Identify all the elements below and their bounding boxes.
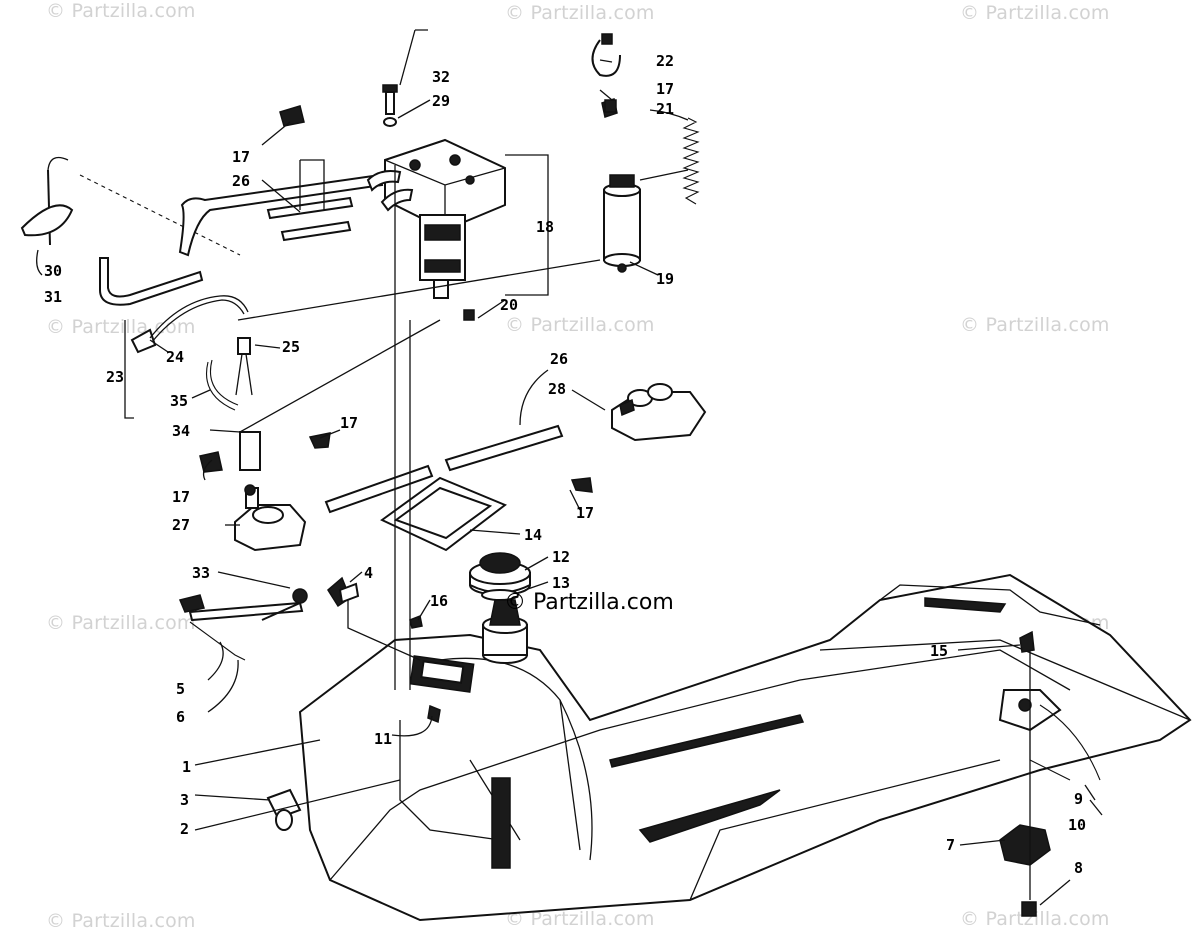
- callout-17: 17: [576, 504, 594, 522]
- callout-20: 20: [500, 296, 518, 314]
- callout-34: 34: [172, 422, 190, 440]
- callout-26: 26: [550, 350, 568, 368]
- filler-neck: [482, 599, 528, 664]
- watermark: © Partzilla.com: [960, 2, 1110, 24]
- callout-17: 17: [656, 80, 674, 98]
- callout-13: 13: [552, 574, 570, 592]
- callout-30: 30: [44, 262, 62, 280]
- callout-12: 12: [552, 548, 570, 566]
- callout-2: 2: [180, 820, 189, 838]
- center-watermark: © Partzilla.com: [504, 590, 674, 615]
- callout-22: 22: [656, 52, 674, 70]
- callout-10: 10: [1068, 816, 1086, 834]
- callout-15: 15: [930, 642, 948, 660]
- fuel-hoses: [188, 424, 564, 622]
- callout-18: 18: [536, 218, 554, 236]
- callout-3: 3: [180, 791, 189, 809]
- callout-27: 27: [172, 516, 190, 534]
- watermark: © Partzilla.com: [46, 316, 196, 338]
- callout-5: 5: [176, 680, 185, 698]
- callout-21: 21: [656, 100, 674, 118]
- callout-1: 1: [182, 758, 191, 776]
- callout-4: 4: [364, 564, 373, 582]
- fuel-pump-upper: [611, 383, 707, 442]
- leader-lines: [36, 29, 1103, 906]
- callout-29: 29: [432, 92, 450, 110]
- callout-labels: 1 2 3 4 5 6 7 8 9 10 11 12 13 14 15 16 1…: [44, 52, 1086, 877]
- wiring-harness: [130, 295, 261, 471]
- watermark: © Partzilla.com: [46, 612, 196, 634]
- callout-32: 32: [432, 68, 450, 86]
- fuel-tank-belly-pan: [298, 573, 1192, 922]
- callout-23: 23: [106, 368, 124, 386]
- callout-35: 35: [170, 392, 188, 410]
- callout-31: 31: [44, 288, 62, 306]
- callout-28: 28: [548, 380, 566, 398]
- callout-14: 14: [524, 526, 542, 544]
- fuel-line-tubes: [99, 173, 384, 306]
- gasket: [380, 476, 507, 552]
- watermark: © Partzilla.com: [46, 910, 196, 932]
- callout-17: 17: [340, 414, 358, 432]
- fuel-cap: [469, 552, 531, 601]
- vent-hose: [20, 156, 241, 256]
- callout-17: 17: [172, 488, 190, 506]
- callout-9: 9: [1074, 790, 1083, 808]
- watermark: © Partzilla.com: [960, 314, 1110, 336]
- callout-7: 7: [946, 836, 955, 854]
- callout-25: 25: [282, 338, 300, 356]
- pump-hose: [591, 33, 621, 113]
- watermark: © Partzilla.com: [505, 314, 655, 336]
- callout-19: 19: [656, 270, 674, 288]
- callout-24: 24: [166, 348, 184, 366]
- callout-6: 6: [176, 708, 185, 726]
- callout-11: 11: [374, 730, 392, 748]
- fuel-pump-lower: [234, 484, 307, 552]
- callout-26: 26: [232, 172, 250, 190]
- coil-spring: [682, 117, 700, 205]
- watermark: © Partzilla.com: [505, 2, 655, 24]
- watermark: © Partzilla.com: [505, 908, 655, 930]
- callout-33: 33: [192, 564, 210, 582]
- callout-8: 8: [1074, 859, 1083, 877]
- watermark: © Partzilla.com: [960, 908, 1110, 930]
- electric-fuel-pump: [603, 174, 641, 273]
- fuel-regulator-assembly: [366, 138, 506, 299]
- watermark: © Partzilla.com: [46, 0, 196, 22]
- callout-16: 16: [430, 592, 448, 610]
- screw-and-washer: [382, 84, 398, 127]
- callout-17: 17: [232, 148, 250, 166]
- small-fittings: [178, 309, 475, 831]
